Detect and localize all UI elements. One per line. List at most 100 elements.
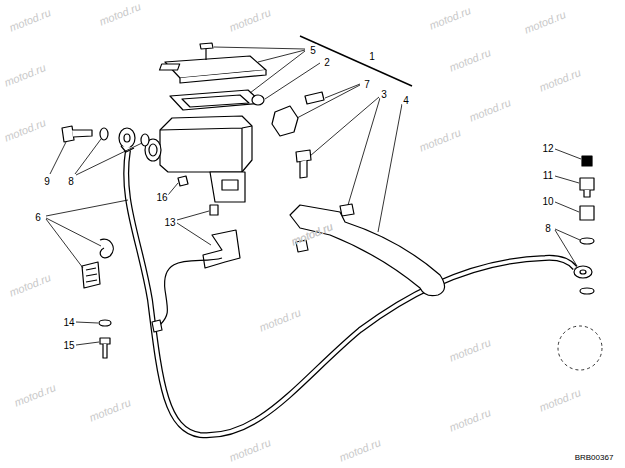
- part-outline: [126, 150, 575, 435]
- part-outline: [46, 200, 128, 268]
- part-outline: [76, 342, 99, 345]
- part-outline: [297, 84, 360, 118]
- watermark: motod.ru: [428, 4, 473, 31]
- part-outline: [210, 172, 245, 202]
- watermark: motod.ru: [538, 66, 583, 93]
- watermark: motod.ru: [8, 6, 53, 33]
- part-outline: [149, 144, 157, 156]
- callout-number: 11: [542, 170, 554, 181]
- part-outline: [272, 106, 298, 136]
- part-outline: [62, 126, 74, 142]
- part-outline: [290, 205, 445, 296]
- watermark: motod.ru: [448, 46, 493, 73]
- part-outline: [555, 149, 581, 159]
- part-outline: [82, 262, 100, 288]
- watermark: motod.ru: [98, 0, 143, 27]
- part-outline: [72, 130, 92, 137]
- part-outline: [160, 258, 222, 325]
- watermark: motod.ru: [448, 336, 493, 363]
- watermark: motod.ru: [258, 306, 303, 333]
- part-outline: [200, 43, 213, 49]
- part-outline: [555, 202, 579, 212]
- watermark: motod.ru: [448, 406, 493, 433]
- watermark: motod.ru: [538, 386, 583, 413]
- part-outline: [103, 344, 107, 358]
- callout-number: 2: [323, 57, 331, 68]
- watermark: motod.ru: [8, 271, 53, 298]
- part-outline: [121, 146, 134, 152]
- callout-number: 14: [62, 317, 75, 328]
- callout-number: 1: [368, 51, 376, 62]
- callout-number: 15: [62, 340, 75, 351]
- callout-number: 5: [309, 45, 317, 56]
- part-outline: [177, 211, 211, 245]
- part-outline: [50, 142, 66, 174]
- part-outline: [100, 239, 113, 258]
- watermark: motod.ru: [3, 116, 48, 143]
- part-outline: [300, 160, 307, 178]
- part-outline: [203, 230, 240, 268]
- part-outline: [160, 126, 252, 172]
- part-outline: [76, 322, 98, 323]
- part-outline: [582, 156, 592, 166]
- callout-number: 6: [34, 212, 42, 223]
- part-outline: [168, 183, 178, 195]
- part-outline: [152, 320, 162, 332]
- leader-lines: [46, 36, 581, 345]
- watermark: motod.ru: [338, 436, 383, 463]
- part-outline: [205, 49, 206, 60]
- part-outline: [210, 205, 218, 215]
- callout-number: 8: [544, 223, 552, 234]
- part-outline: [265, 63, 320, 99]
- watermark: motod.ru: [290, 220, 335, 247]
- callout-number: 10: [541, 196, 554, 207]
- part-outline: [574, 266, 592, 278]
- part-outline: [86, 268, 97, 282]
- part-outline: [300, 36, 412, 86]
- callout-number: 7: [363, 79, 371, 90]
- part-outline: [141, 134, 149, 146]
- part-outline: [310, 97, 380, 205]
- callout-number: 13: [163, 217, 176, 228]
- part-outline: [178, 176, 188, 186]
- part-outline: [100, 338, 110, 344]
- watermark: motod.ru: [468, 96, 513, 123]
- part-outline: [296, 150, 311, 162]
- callout-number: 9: [43, 176, 51, 187]
- part-outline: [100, 128, 108, 140]
- part-outline: [182, 95, 249, 107]
- part-outline: [580, 178, 594, 190]
- part-outline: [124, 134, 130, 142]
- drawing-code: BRB00367: [575, 453, 614, 462]
- part-outline: [558, 326, 602, 370]
- callout-number: 3: [380, 89, 388, 100]
- part-outline: [180, 70, 266, 83]
- watermark: motod.ru: [418, 126, 463, 153]
- part-outline: [305, 92, 324, 104]
- watermark: motod.ru: [523, 8, 568, 35]
- part-outline: [555, 176, 579, 183]
- part-outline: [126, 150, 575, 435]
- part-outline: [75, 139, 142, 175]
- callout-number: 12: [541, 143, 554, 154]
- watermark: motod.ru: [228, 436, 273, 463]
- part-outline: [160, 116, 252, 172]
- part-outline: [340, 204, 354, 216]
- watermark: motod.ru: [13, 381, 58, 408]
- part-outline: [222, 180, 238, 190]
- watermark: motod.ru: [88, 396, 133, 423]
- part-outline: [99, 320, 111, 326]
- callout-number: 8: [67, 176, 75, 187]
- callout-number: 16: [155, 192, 168, 203]
- part-outline: [214, 47, 305, 93]
- part-outline: [580, 288, 594, 294]
- part-outline: [580, 270, 586, 274]
- parts: [62, 43, 602, 435]
- part-outline: [584, 190, 590, 197]
- part-outline: [119, 128, 135, 148]
- callout-number: 4: [402, 95, 410, 106]
- part-outline: [378, 104, 402, 232]
- part-outline: [580, 238, 594, 244]
- part-outline: [555, 229, 580, 266]
- watermark: motod.ru: [3, 61, 48, 88]
